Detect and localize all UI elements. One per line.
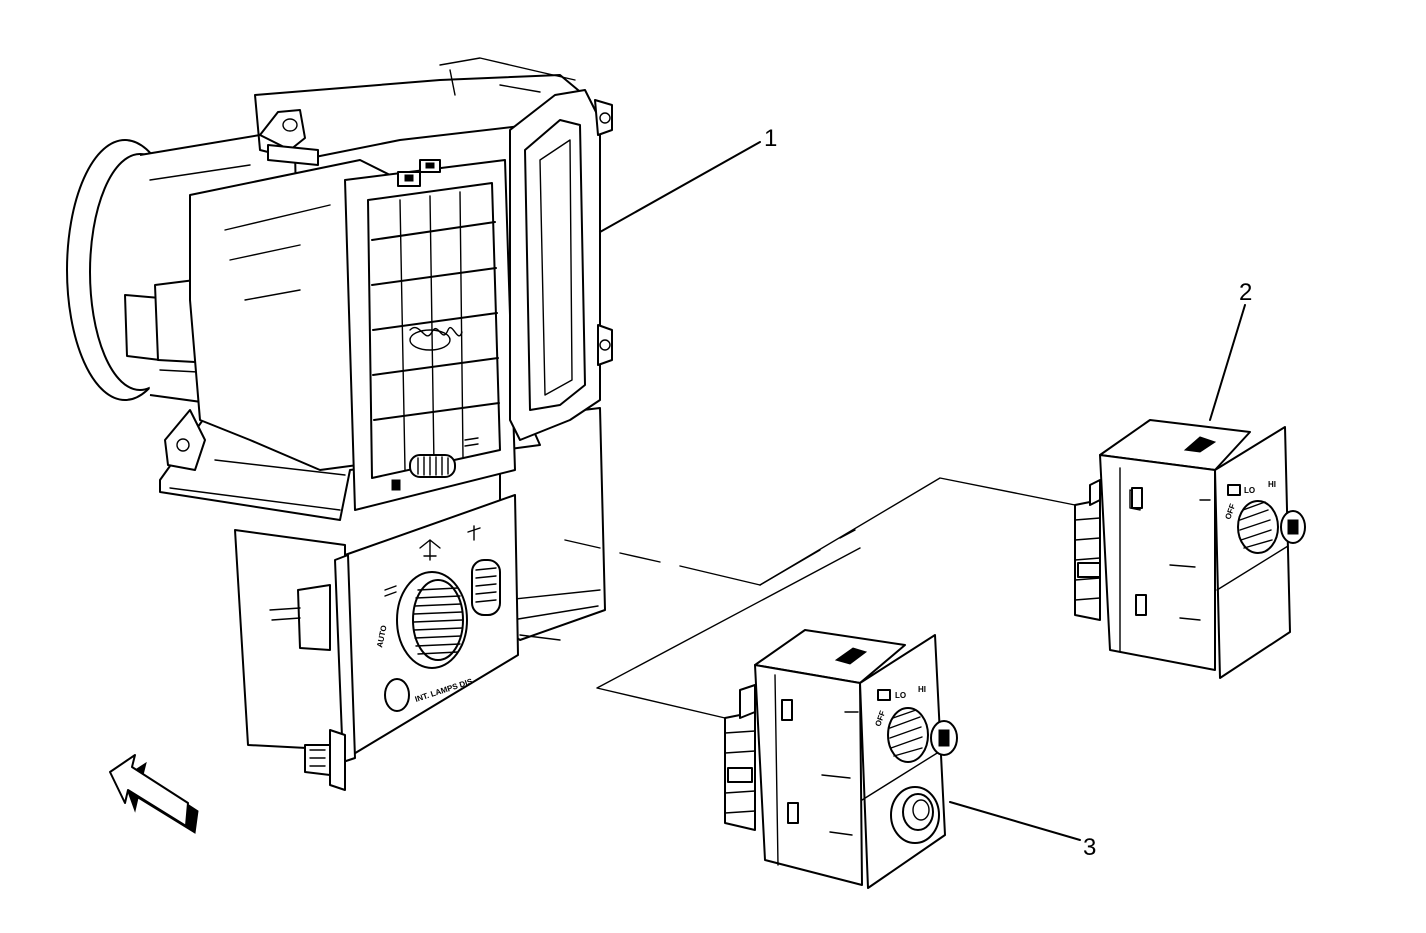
mirror-switch-2: LO OFF HI <box>1074 419 1306 679</box>
mirror-knob-2 <box>1237 500 1306 554</box>
callout-3: 3 <box>1083 834 1096 861</box>
assembly-alignment-lines <box>564 477 1076 719</box>
mirror-knob-3 <box>887 707 958 763</box>
dual-switch-3: LO OFF HI <box>724 629 958 889</box>
push-button-3 <box>890 786 940 844</box>
louver-spring <box>409 327 463 351</box>
mirror3-lo-label: LO <box>895 691 906 700</box>
callout-2: 2 <box>1239 279 1252 306</box>
front-direction-arrow <box>109 754 199 834</box>
callout-1: 1 <box>764 125 777 152</box>
mirror2-hi-label: HI <box>1268 480 1276 489</box>
headlamp-switch-faceplate: AUTO INT. LAMPS DIS <box>334 494 519 763</box>
callout-leaders <box>599 141 1246 841</box>
mirror3-hi-label: HI <box>918 685 926 694</box>
vent-thumbwheel <box>391 437 479 491</box>
vent-bezel-assembly: AUTO INT. LAMPS DIS <box>66 57 613 791</box>
mirror2-lo-label: LO <box>1244 486 1255 495</box>
